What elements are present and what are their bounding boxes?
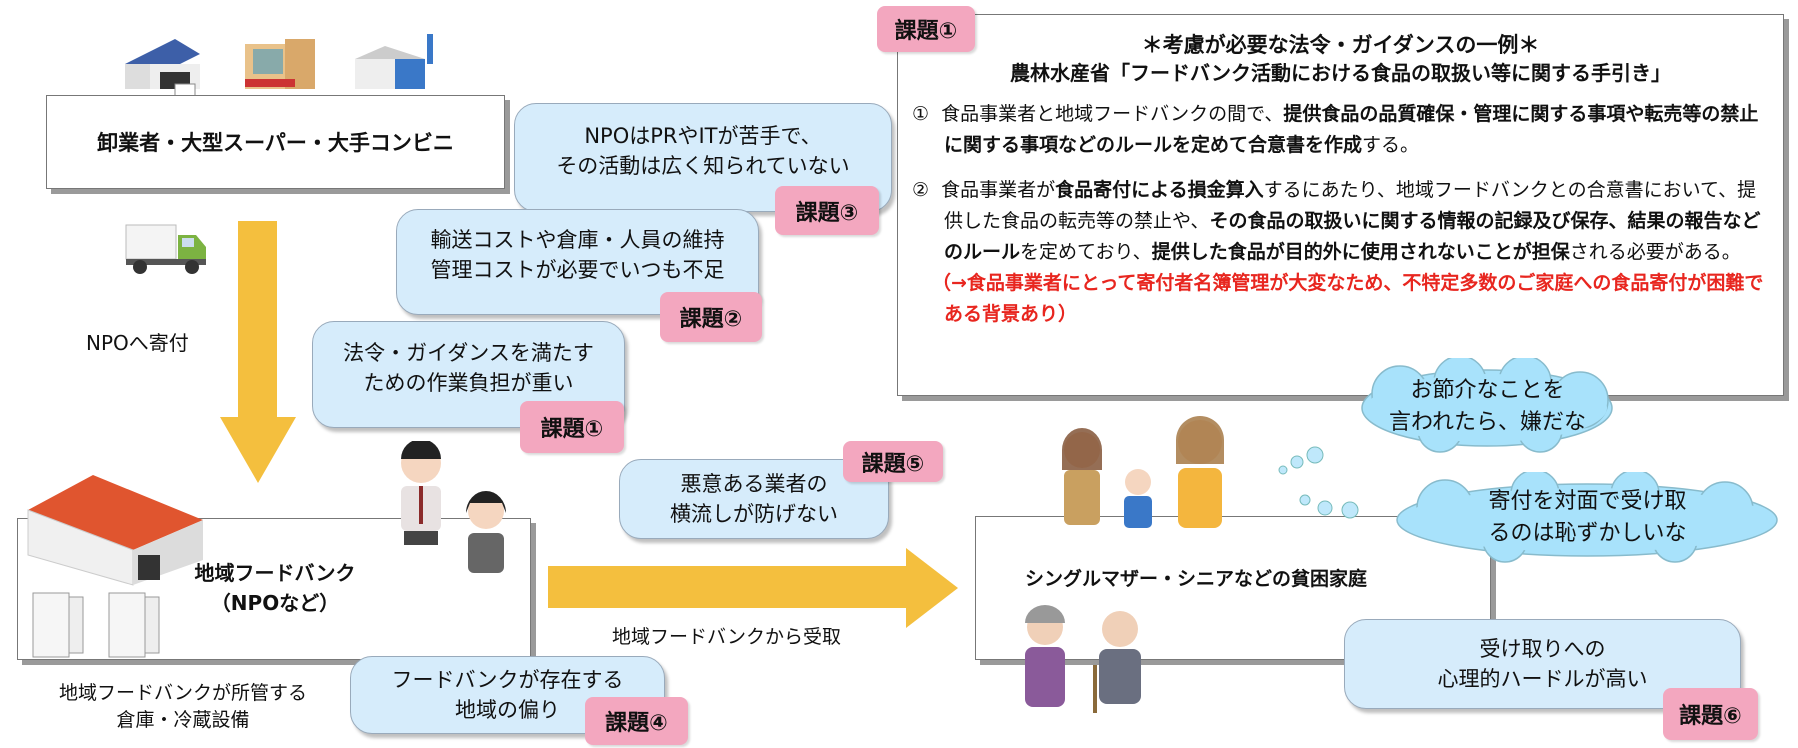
issue-text: 悪意ある業者の bbox=[680, 472, 828, 496]
receive-label: 地域フードバンクから受取 bbox=[612, 626, 841, 648]
family-label: シングルマザー・シニアなどの貧困家庭 bbox=[1025, 568, 1368, 590]
foodbank-type: （NPOなど） bbox=[210, 591, 340, 615]
issue-text: ための作業負担が重い bbox=[363, 370, 574, 395]
item-text: 食品事業者と地域フードバンクの間で、 bbox=[941, 103, 1284, 125]
supplier-box: 卸業者・大型スーパー・大手コンビニ bbox=[46, 95, 505, 189]
item-text-bold: 提供した食品が目的外に使用されないことが担保 bbox=[1151, 241, 1570, 263]
issue-badge-2: 課題② bbox=[660, 292, 762, 342]
item-text-bold: その食品の取扱いに関する情報の記録及び保存、結果の報告などのルール bbox=[944, 210, 1761, 263]
truck-icon bbox=[125, 224, 206, 274]
issue-text: 輸送コストや倉庫・人員の維持 bbox=[430, 228, 725, 252]
thought-text: お節介なことを bbox=[1410, 378, 1565, 403]
store-buildings-icon bbox=[125, 34, 433, 97]
issue-text: 法令・ガイダンスを満たす bbox=[343, 340, 594, 365]
guidance-note: （→食品事業者にとって寄付者名簿管理が大変なため、不特定多数のご家庭への食品寄付… bbox=[932, 272, 1764, 325]
thought-cloud-1: お節介なことを言われたら、嫌だな bbox=[1350, 358, 1625, 456]
right-arrow bbox=[548, 548, 958, 628]
issue-text: その活動は広く知られていない bbox=[556, 153, 850, 178]
guidance-subtitle: 農林水産省「フードバンク活動における食品の取扱い等に関する手引き」 bbox=[1010, 61, 1671, 85]
issue-text: 管理コストが必要でいつも不足 bbox=[430, 258, 725, 282]
guidance-box: ＊考慮が必要な法令・ガイダンスの一例＊ 農林水産省「フードバンク活動における食品… bbox=[897, 14, 1784, 396]
issue-text: 受け取りへの bbox=[1479, 637, 1606, 661]
item-number: ② bbox=[912, 179, 930, 201]
item-text: を定めており、 bbox=[1020, 241, 1152, 263]
issue-text: 心理的ハードルが高い bbox=[1437, 667, 1648, 691]
family-people-icon bbox=[1062, 416, 1224, 528]
item-text: する。 bbox=[1362, 134, 1420, 156]
issue-text: NPOはPRやITが苦手で、 bbox=[584, 123, 822, 148]
caption-line: 倉庫・冷蔵設備 bbox=[116, 709, 250, 731]
guidance-title: ＊考慮が必要な法令・ガイダンスの一例＊ bbox=[1141, 33, 1540, 57]
issue-badge-3: 課題③ bbox=[775, 186, 879, 235]
staff-people-icon bbox=[401, 441, 506, 573]
issue-text: 地域の偏り bbox=[455, 698, 560, 722]
issue-badge-5: 課題⑤ bbox=[843, 441, 943, 482]
donate-label: NPOへ寄付 bbox=[86, 331, 189, 355]
issue-badge-1: 課題① bbox=[520, 401, 624, 453]
issue-badge-6: 課題⑥ bbox=[1663, 688, 1758, 740]
guidance-item-2: ② 食品事業者が食品寄付による損金算入するにあたり、地域フードバンクとの合意書に… bbox=[912, 175, 1765, 268]
guidance-badge: 課題① bbox=[877, 6, 975, 52]
issue-text: 横流しが防げない bbox=[670, 502, 838, 526]
item-text-bold: 提供食品の品質確保・管理に関する事項や転売等の禁止に関する事項などのルールを定め… bbox=[944, 103, 1759, 156]
item-text: するにあたり、地域フードバンクとの合意書において、提供した食品の転売等の禁止や、 bbox=[944, 179, 1757, 232]
warehouse-fridge-icon bbox=[27, 475, 203, 658]
issue-badge-4: 課題④ bbox=[585, 697, 688, 745]
item-number: ① bbox=[912, 103, 930, 125]
foodbank-label: 地域フードバンク （NPOなど） bbox=[170, 558, 380, 618]
foodbank-caption: 地域フードバンクが所管する倉庫・冷蔵設備 bbox=[30, 680, 336, 734]
thought-cloud-2: 寄付を対面で受け取るのは恥ずかしいな bbox=[1385, 472, 1790, 564]
item-text: 食品事業者が bbox=[941, 179, 1056, 201]
item-text: される必要がある。 bbox=[1569, 241, 1741, 263]
thought-text: るのは恥ずかしいな bbox=[1488, 521, 1687, 546]
down-arrow bbox=[220, 221, 296, 483]
guidance-item-1: ① 食品事業者と地域フードバンクの間で、提供食品の品質確保・管理に関する事項や転… bbox=[912, 99, 1765, 161]
caption-line: 地域フードバンクが所管する bbox=[59, 682, 307, 704]
thought-text: 寄付を対面で受け取 bbox=[1488, 489, 1687, 514]
issue-text: フードバンクが存在する bbox=[391, 668, 624, 692]
supplier-label: 卸業者・大型スーパー・大手コンビニ bbox=[97, 131, 454, 155]
thought-dots-icon bbox=[1278, 446, 1359, 519]
foodbank-name: 地域フードバンク bbox=[194, 561, 356, 585]
seniors-icon bbox=[1025, 605, 1141, 713]
item-text-bold: 食品寄付による損金算入 bbox=[1055, 179, 1264, 201]
thought-text: 言われたら、嫌だな bbox=[1389, 410, 1586, 435]
